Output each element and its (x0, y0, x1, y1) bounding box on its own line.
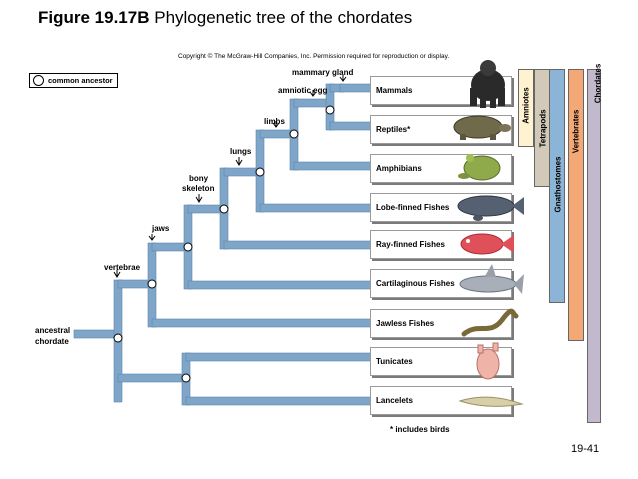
label-lungs: lungs (230, 147, 252, 156)
node-sarcopterygii-ancestor (255, 167, 265, 177)
figure-number: Figure 19.17B (38, 8, 150, 27)
branch-lancelets (185, 396, 373, 406)
taxon-box-amphibians: Amphibians (370, 154, 512, 183)
clade-bar-tetrapods: Tetrapods (534, 69, 550, 187)
copyright-notice: Copyright © The McGraw-Hill Companies, I… (178, 53, 450, 60)
label-vertebrae: vertebrae (104, 263, 141, 272)
arrow-lungs (235, 157, 243, 166)
node-osteichthyes-ancestor (219, 204, 229, 214)
branch-tetrapods (259, 129, 295, 139)
branch-urochordate-cephalochordate (117, 373, 187, 383)
branch-osteichthyes (187, 204, 225, 214)
taxon-label-reptiles: Reptiles* (376, 125, 411, 134)
label-ancestral: ancestral (35, 326, 71, 335)
node-gnathostome-ancestor (183, 242, 193, 252)
branch-sarcopterygii (223, 167, 261, 177)
taxon-label-mammals: Mammals (376, 86, 413, 95)
branch-reptiles (329, 121, 373, 131)
branch-ray-finned-fishes (223, 240, 373, 250)
branch-gnathostomes (151, 242, 189, 252)
branch-vertebrates (117, 279, 153, 289)
label-chordate: chordate (35, 337, 69, 346)
node-vertebrate-ancestor (147, 279, 157, 289)
taxon-box-mammals: Mammals (370, 76, 512, 105)
node-chordate-ancestor (113, 333, 123, 343)
footnote: * includes birds (390, 425, 450, 434)
taxon-box-ray-finned-fishes: Ray-finned Fishes (370, 230, 512, 259)
label-mammary-gland: mammary gland (292, 68, 354, 77)
label-limbs: limbs (264, 117, 285, 126)
arrow-bony-skeleton (195, 194, 203, 203)
legend-label: common ancestor (48, 76, 113, 85)
taxon-box-reptiles: Reptiles* (370, 115, 512, 144)
arrow-amniotic-egg (309, 90, 317, 97)
node-amniote-ancestor (325, 105, 335, 115)
clade-label-gnathostomes: Gnathostomes (553, 156, 563, 213)
taxon-box-lobe-finned-fishes: Lobe-finned Fishes (370, 193, 512, 222)
taxon-label-ray-finned-fishes: Ray-finned Fishes (376, 240, 445, 249)
taxon-label-amphibians: Amphibians (376, 164, 422, 173)
node-tetrapod-ancestor (289, 129, 299, 139)
figure-caption: Phylogenetic tree of the chordates (154, 8, 413, 27)
branch-tunicates (185, 352, 373, 362)
clade-label-chordates: Chordates (593, 63, 603, 104)
branch-amniotes (293, 98, 331, 108)
node-tunicate-lancelet-ancestor (181, 373, 191, 383)
taxon-label-cartilaginous-fishes: Cartilaginous Fishes (376, 279, 455, 288)
taxon-label-jawless-fishes: Jawless Fishes (376, 319, 435, 328)
branch-jawless-fishes (151, 318, 373, 328)
taxon-box-lancelets: Lancelets (370, 386, 512, 415)
label-amniotic-egg: amniotic egg (278, 86, 328, 95)
page-number: 19-41 (571, 443, 600, 455)
taxon-box-cartilaginous-fishes: Cartilaginous Fishes (370, 269, 512, 298)
label-skeleton: skeleton (182, 184, 215, 193)
clade-bar-chordates: Chordates (587, 64, 602, 423)
clade-bar-amniotes: Amniotes (518, 69, 534, 147)
arrow-limbs (272, 121, 280, 128)
common-ancestor-node-icon (33, 75, 44, 86)
taxon-box-tunicates: Tunicates (370, 347, 512, 376)
branch-mammals (339, 83, 373, 93)
legend: common ancestor (29, 73, 118, 88)
taxon-label-lancelets: Lancelets (376, 396, 413, 405)
figure-title: Figure 19.17B Phylogenetic tree of the c… (38, 8, 412, 28)
branch-lobe-finned-fishes (259, 203, 373, 213)
taxon-box-jawless-fishes: Jawless Fishes (370, 309, 512, 338)
branch-amphibians (293, 161, 373, 171)
branch-root (73, 329, 119, 339)
arrow-vertebrae (113, 270, 121, 278)
arrow-jaws (148, 234, 156, 241)
label-bony: bony (189, 174, 209, 183)
taxon-label-tunicates: Tunicates (376, 357, 413, 366)
taxon-label-lobe-finned-fishes: Lobe-finned Fishes (376, 203, 450, 212)
clade-label-tetrapods: Tetrapods (538, 109, 548, 148)
label-jaws: jaws (152, 224, 170, 233)
arrow-mammary-gland (339, 75, 347, 82)
clade-label-vertebrates: Vertebrates (571, 109, 581, 154)
clade-bar-vertebrates: Vertebrates (568, 69, 584, 341)
clade-bar-gnathostomes: Gnathostomes (549, 69, 565, 303)
clade-label-amniotes: Amniotes (521, 87, 531, 124)
branch-cartilaginous-fishes (187, 280, 373, 290)
